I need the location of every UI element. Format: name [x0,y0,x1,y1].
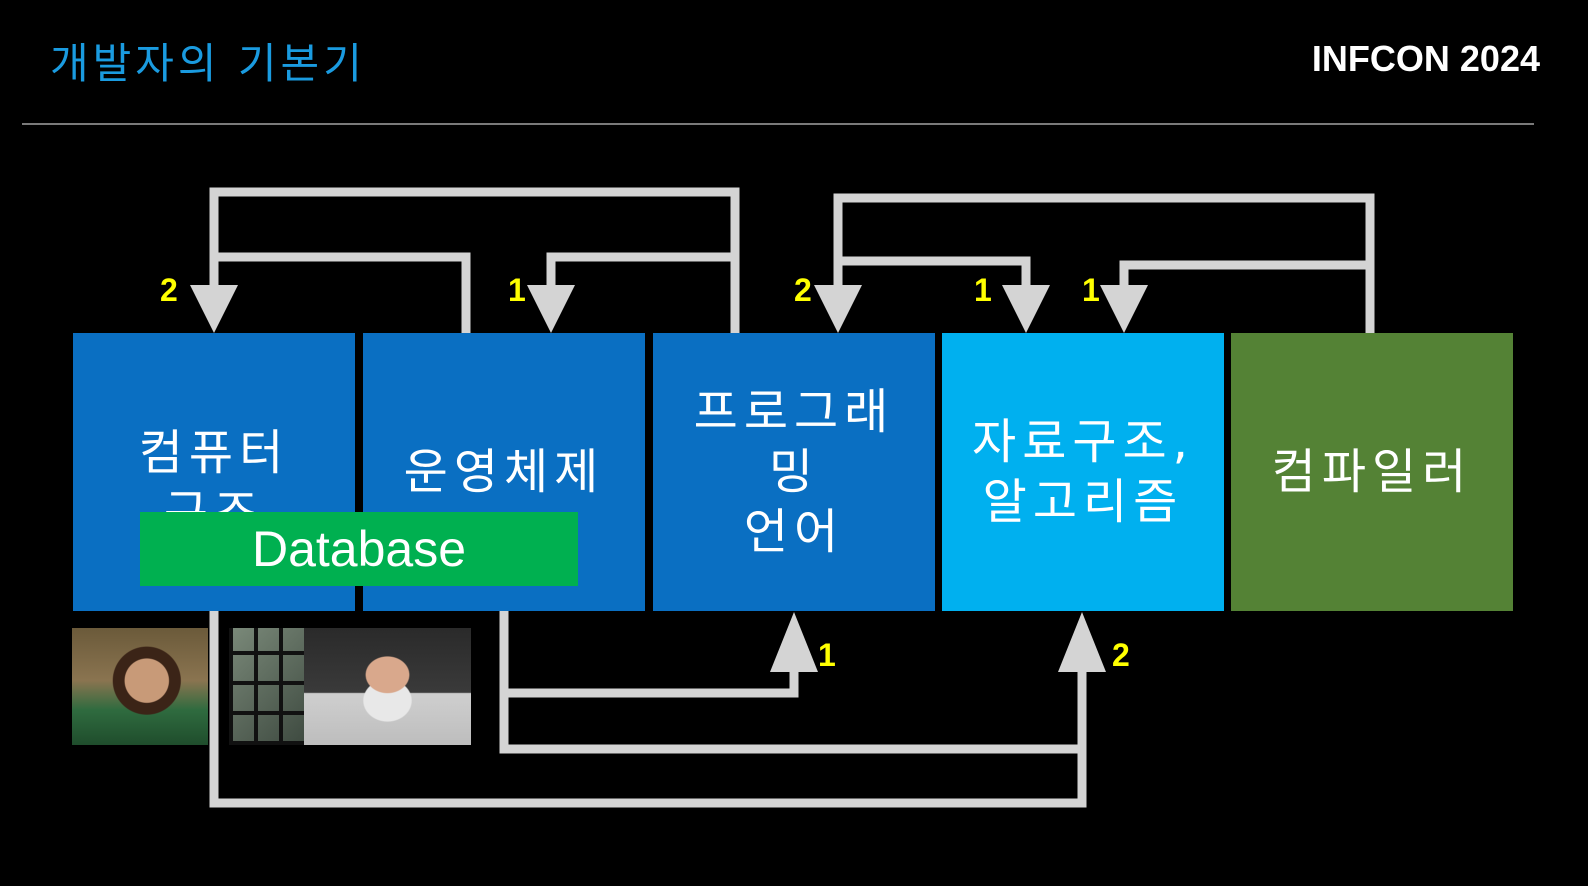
box-programming-language: 프로그래 밍 언어 [653,333,935,611]
slide-title: 개발자의 기본기 [50,39,366,88]
photo-monitor-wall [229,628,304,745]
number-label-ds-a: 1 [974,272,992,308]
arrowhead-pl-bottom [770,612,818,672]
arrowhead-ds-b [1100,285,1148,333]
number-label-ca: 2 [160,272,178,308]
number-label-ds-b: 1 [1082,272,1100,308]
arrowhead-ds-bottom [1058,612,1106,672]
photo-architect-character [304,628,471,745]
box-label: 프로그래 밍 언어 [693,384,895,560]
wire-pl-to-ds [838,256,1031,290]
arrowhead-ca [190,285,238,333]
wire-os-to-ca [214,252,471,333]
wire-ca-to-ds-bottom [209,611,1087,808]
box-compiler: 컴파일러 [1231,333,1513,611]
box-label: 운영체제 [403,444,605,500]
number-label-pl: 2 [794,272,812,308]
number-label-ds-bottom: 2 [1112,637,1130,673]
arrowhead-ds-a [1002,285,1050,333]
wire-os-to-ds-bottom [499,693,1082,754]
box-label: 컴파일러 [1271,444,1473,500]
header-divider [22,123,1534,125]
arrowhead-os [527,285,575,333]
photo-oracle-character [72,628,208,745]
box-data-structures-algorithms: 자료구조, 알고리즘 [942,333,1224,611]
wire-pl-to-ca [209,187,740,333]
wire-comp-to-ds [1119,260,1370,290]
brand-logo-text: INFCON 2024 [1311,38,1540,79]
number-label-os: 1 [508,272,526,308]
database-overlay: Database [140,512,578,586]
wire-os-to-pl-bottom [499,611,799,698]
number-label-pl-bottom: 1 [818,637,836,673]
wire-pl-to-os [546,252,735,290]
box-label: 자료구조, 알고리즘 [972,414,1194,530]
arrowhead-pl [814,285,862,333]
